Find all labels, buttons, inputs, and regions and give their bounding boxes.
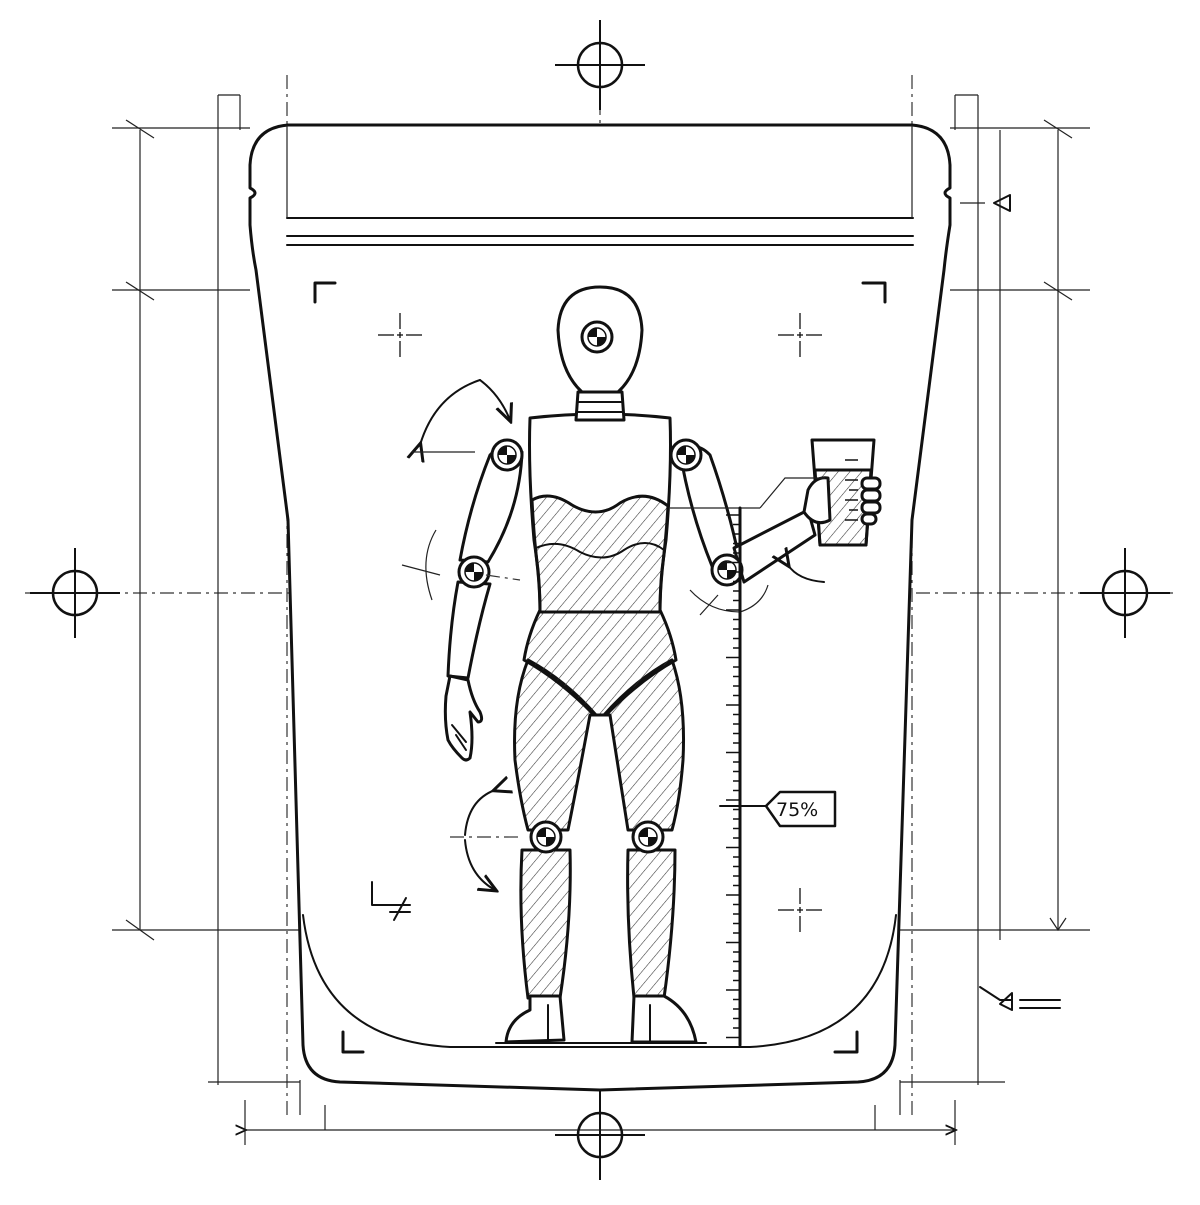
crash-test-target-icon [457,555,491,589]
crop-mark-icon [341,1030,365,1054]
crop-mark-icon [833,1030,859,1054]
crash-test-dummy-figure [443,285,882,1044]
crop-mark-icon [861,281,887,304]
fill-level-tag: 75% [719,790,837,828]
crash-test-target-icon [490,438,524,472]
crash-test-target-icon [529,820,563,854]
crop-marks [313,281,887,1054]
crosshair-circle-icon [553,18,647,112]
crosshair-circle-icon [1078,546,1172,640]
crash-test-target-icon [631,820,665,854]
fill-level-ruler [726,506,742,1047]
rotation-annotations [401,379,825,890]
right-shin [626,848,677,1000]
crosshair-circle-icon [28,546,122,640]
ground-symbol-icon [371,881,411,921]
torso-liquid [530,494,670,614]
crop-mark-icon [313,281,337,304]
left-shin [519,848,572,1000]
pelvis [522,608,678,717]
fill-level-label: 75% [776,799,818,821]
crash-test-target-icon [580,320,614,354]
crosshair-circle-icon [553,1088,647,1182]
crash-test-target-icon [710,553,744,587]
crash-test-target-icon [669,438,703,472]
